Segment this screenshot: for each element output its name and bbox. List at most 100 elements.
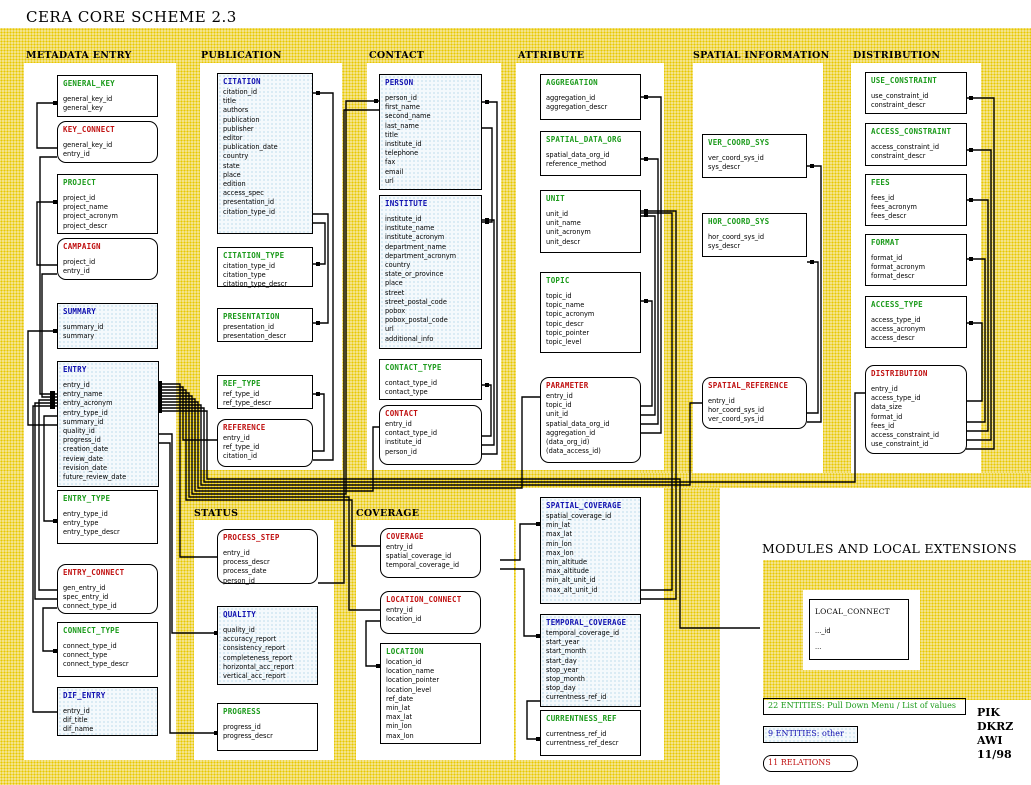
entity-attribute: future_review_date	[63, 473, 127, 482]
entity-attribute: email	[385, 167, 404, 176]
entity-attribute: entry_type_id	[63, 408, 108, 417]
marker	[376, 664, 380, 668]
entity-attribute: start_day	[546, 656, 577, 665]
entity-attribute: summary	[63, 332, 95, 341]
link-spatial-ref-hor	[807, 261, 819, 414]
entity-attribute: citation_id	[223, 452, 258, 461]
entity-attribute: progress_id	[223, 723, 261, 731]
link-contact-institute	[482, 219, 495, 446]
entity-attribute: project_name	[63, 203, 108, 212]
entity-attribute: first_name	[385, 103, 420, 112]
entity-attribute: entry_id	[546, 392, 573, 400]
entity-name: AGGREGATION	[546, 78, 598, 87]
entity-attribute: sys_descr	[708, 163, 741, 172]
entity-attribute: presentation_id	[223, 198, 275, 207]
marker	[536, 634, 540, 638]
organizations: PIK DKRZ AWI 11/98	[977, 706, 1013, 762]
entity-attribute: format_id	[871, 254, 903, 262]
entity-local-connect[interactable]: LOCAL_CONNECT..._id...	[809, 599, 909, 660]
entity-name: KEY_CONNECT	[63, 125, 115, 134]
marker	[485, 218, 489, 224]
link-key-connect-entry	[39, 156, 57, 395]
entity-attribute: currentness_ref_descr	[546, 739, 619, 748]
marker	[485, 383, 489, 387]
marker	[969, 96, 973, 100]
entity-name: SPATIAL_DATA_ORG	[546, 135, 622, 144]
entity-attribute: project_id	[63, 258, 96, 266]
link-entry-connect-spec	[34, 402, 57, 600]
entity-name: FORMAT	[871, 238, 900, 247]
entity-attribute: access_spec	[223, 189, 264, 198]
section-publication: PUBLICATION	[201, 50, 282, 61]
entity-attribute: reference_method	[546, 160, 607, 169]
section-modules: MODULES AND LOCAL EXTENSIONS	[762, 541, 1018, 556]
entity-attribute: institute_acronym	[385, 233, 445, 242]
entity-attribute: institute_id	[385, 215, 422, 223]
entity-attribute: gen_entry_id	[63, 584, 106, 592]
link-temporal-currentness	[526, 700, 540, 740]
diagram-title: CERA CORE SCHEME 2.3	[26, 8, 237, 26]
link-entry-process-step	[160, 383, 218, 558]
entity-attribute: entry_id	[386, 543, 413, 551]
entity-attribute: presentation_id	[223, 323, 275, 331]
entity-attribute: entry_id	[386, 606, 413, 614]
entity-attribute: connect_type	[63, 651, 108, 660]
entity-attribute: access_constraint_id	[871, 431, 940, 440]
entity-attribute: unit_acronym	[546, 228, 591, 237]
marker	[810, 164, 814, 168]
marker	[644, 157, 648, 161]
marker	[157, 381, 162, 413]
entity-name: REF_TYPE	[223, 379, 261, 388]
entity-attribute: temporal_coverage_id	[386, 561, 460, 570]
org-date: 11/98	[977, 748, 1012, 761]
entity-attribute: (data_access_id)	[546, 447, 601, 456]
entity-attribute: second_name	[385, 112, 431, 121]
entity-name: PARAMETER	[546, 381, 589, 390]
entity-name: COVERAGE	[386, 532, 424, 541]
entity-attribute: entry_id	[223, 549, 250, 557]
link-dist-format	[966, 258, 986, 423]
